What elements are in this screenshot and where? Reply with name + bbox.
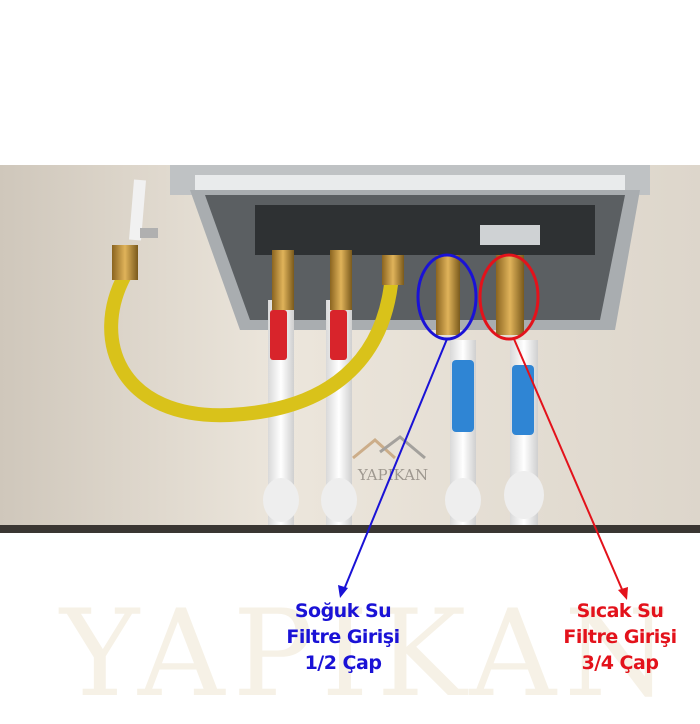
- yapikan-logo: YAPIKAN: [352, 435, 428, 484]
- hot-label-line-2: Filtre Girişi: [563, 626, 677, 648]
- brass-fittings: [112, 245, 524, 335]
- hot-arrow: [513, 338, 625, 595]
- hot-label-line-1: Sıcak Su: [576, 600, 664, 622]
- cold-arrow: [342, 338, 448, 593]
- hot-water-label: Sıcak Su Filtre Girişi 3/4 Çap: [545, 598, 695, 676]
- valve-handles: [140, 228, 534, 435]
- boiler-unit: [170, 165, 650, 330]
- svg-text:YAPIKAN: YAPIKAN: [357, 466, 428, 484]
- cold-label-line-3: 1/2 Çap: [304, 652, 382, 674]
- hot-label-line-3: 3/4 Çap: [581, 652, 659, 674]
- yellow-gas-hose: [104, 271, 399, 423]
- cold-water-label: Soğuk Su Filtre Girişi 1/2 Çap: [268, 598, 418, 676]
- cold-label-line-2: Filtre Girişi: [286, 626, 400, 648]
- hot-inlet-highlight: [478, 253, 540, 341]
- cold-label-line-1: Soğuk Su: [294, 600, 392, 622]
- boiler-photo: YAPIKAN: [0, 165, 700, 600]
